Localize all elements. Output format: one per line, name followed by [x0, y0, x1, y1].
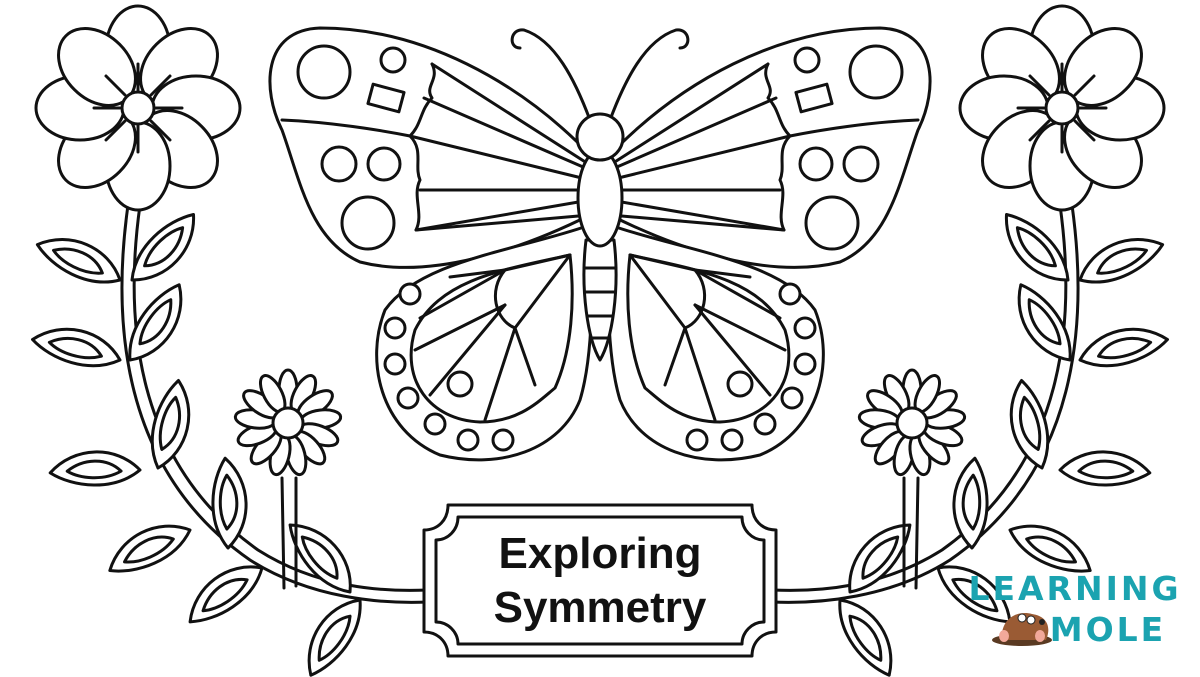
logo-line-1: LEARNING: [968, 569, 1181, 608]
title-line-2: Symmetry: [494, 583, 707, 632]
mole-icon: [992, 613, 1052, 646]
title-plaque: Exploring Symmetry: [422, 503, 778, 658]
butterfly-illustration: [268, 26, 932, 462]
logo-line-2: MOLE: [1050, 610, 1166, 649]
title-line-1: Exploring: [499, 529, 702, 578]
learning-mole-logo: LEARNING MOLE: [968, 569, 1181, 649]
